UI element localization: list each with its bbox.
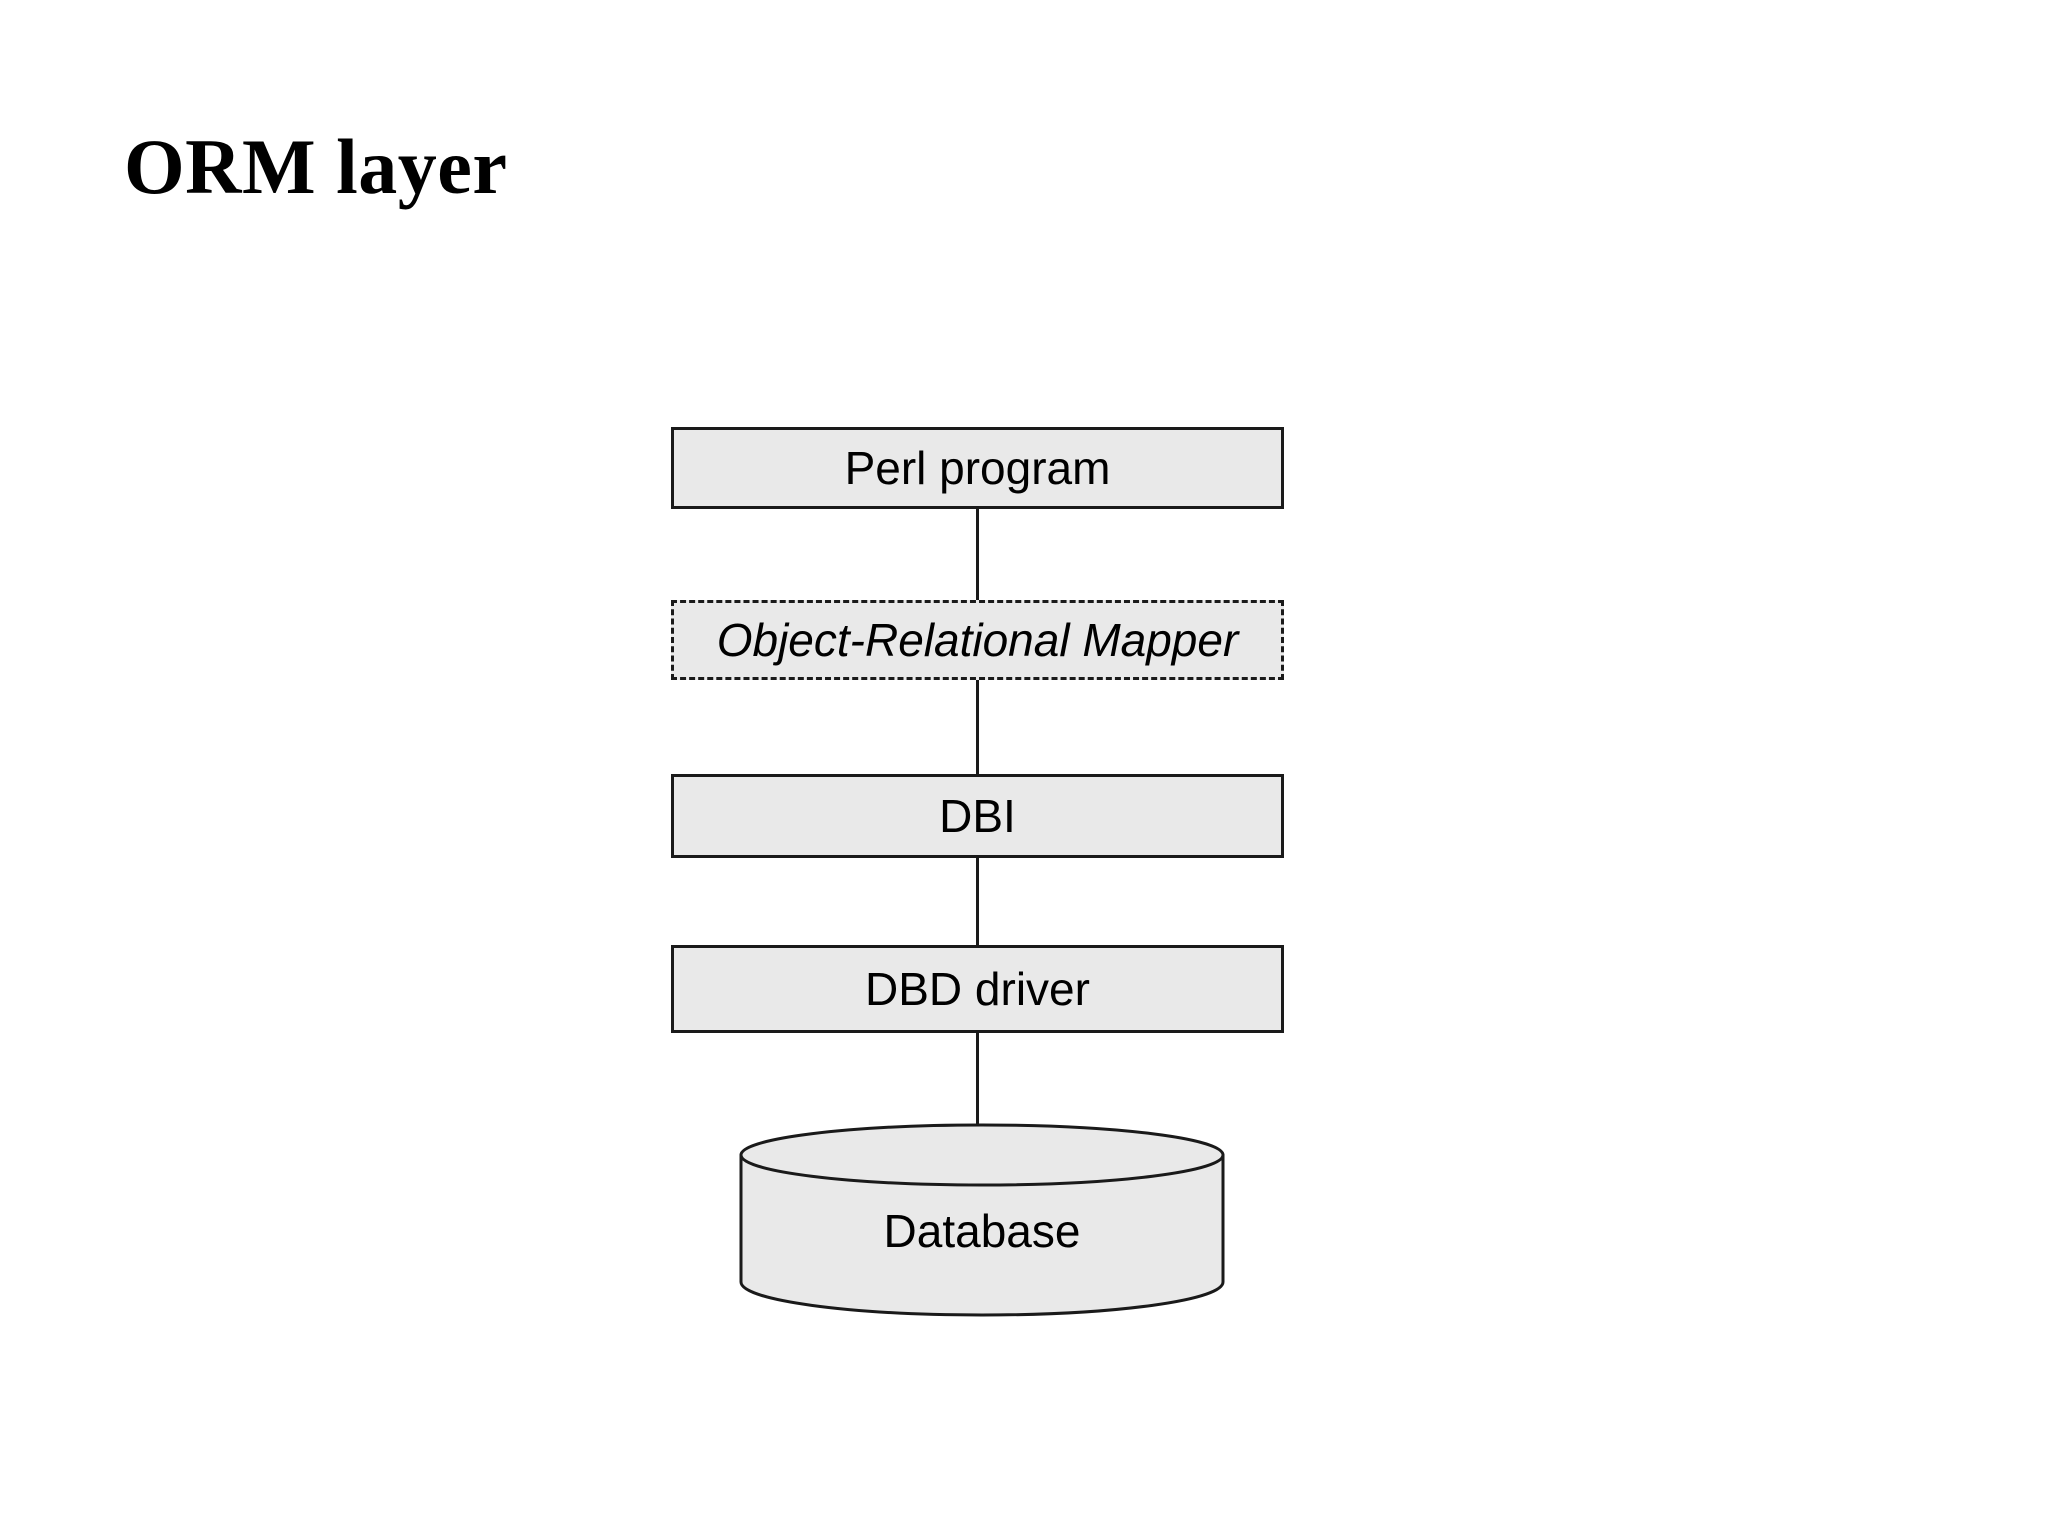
node-perl-program[interactable]: Perl program [671, 427, 1284, 509]
connector-dbd-driver-to-database [976, 1029, 979, 1134]
connector-perl-program-to-orm [976, 505, 979, 605]
node-perl-program-label: Perl program [844, 442, 1111, 494]
connector-dbi-to-dbd-driver [976, 854, 979, 949]
node-dbi[interactable]: DBI [671, 774, 1284, 858]
node-database[interactable]: Database [738, 1122, 1226, 1322]
page-title: ORM layer [124, 123, 508, 210]
node-database-label: Database [883, 1205, 1081, 1257]
node-dbi-label: DBI [939, 790, 1016, 842]
node-dbd-driver[interactable]: DBD driver [671, 945, 1284, 1033]
node-object-relational-mapper-label: Object-Relational Mapper [716, 614, 1239, 666]
connector-orm-to-dbi [976, 676, 979, 778]
database-cylinder-icon [739, 1123, 1225, 1317]
node-dbd-driver-label: DBD driver [865, 963, 1090, 1015]
node-object-relational-mapper[interactable]: Object-Relational Mapper [671, 600, 1284, 680]
